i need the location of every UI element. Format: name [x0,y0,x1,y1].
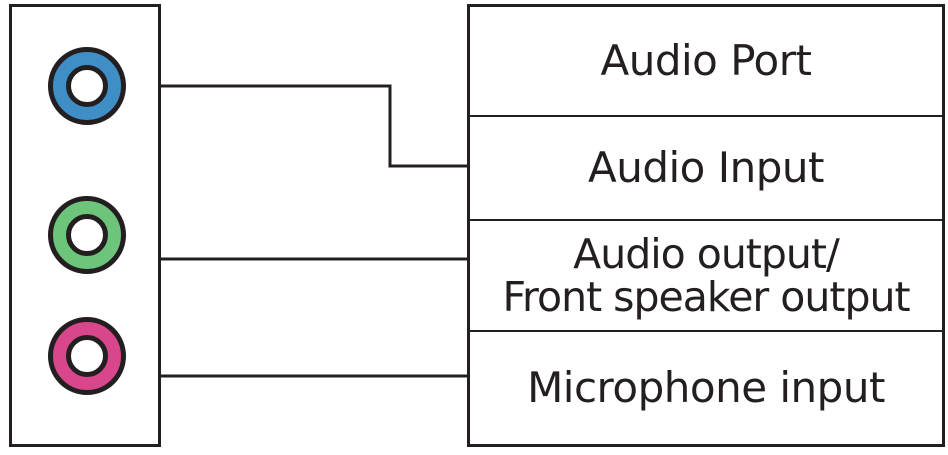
table-row-microphone-input: Microphone input [470,332,942,444]
audio-output-label: Audio output/ Front speaker output [502,229,910,321]
audio-output-label-line1: Audio output/ [573,229,840,278]
audio-output-label-line2: Front speaker output [502,272,910,321]
jack-hole [66,335,108,377]
table-header-label: Audio Port [600,36,813,85]
blue-audio-jack-icon [48,47,126,125]
microphone-input-label: Microphone input [527,363,885,412]
table-header: Audio Port [470,7,942,117]
table-row-audio-input: Audio Input [470,117,942,221]
audio-input-label: Audio Input [588,143,824,192]
pink-audio-jack-icon [48,317,126,395]
blue-connector-line [158,84,467,168]
table-row-audio-output: Audio output/ Front speaker output [470,221,942,332]
audio-port-table: Audio Port Audio Input Audio output/ Fro… [467,4,945,447]
jack-hole [66,65,108,107]
jack-hole [66,214,108,256]
green-audio-jack-icon [48,196,126,274]
audio-port-panel [9,4,161,447]
